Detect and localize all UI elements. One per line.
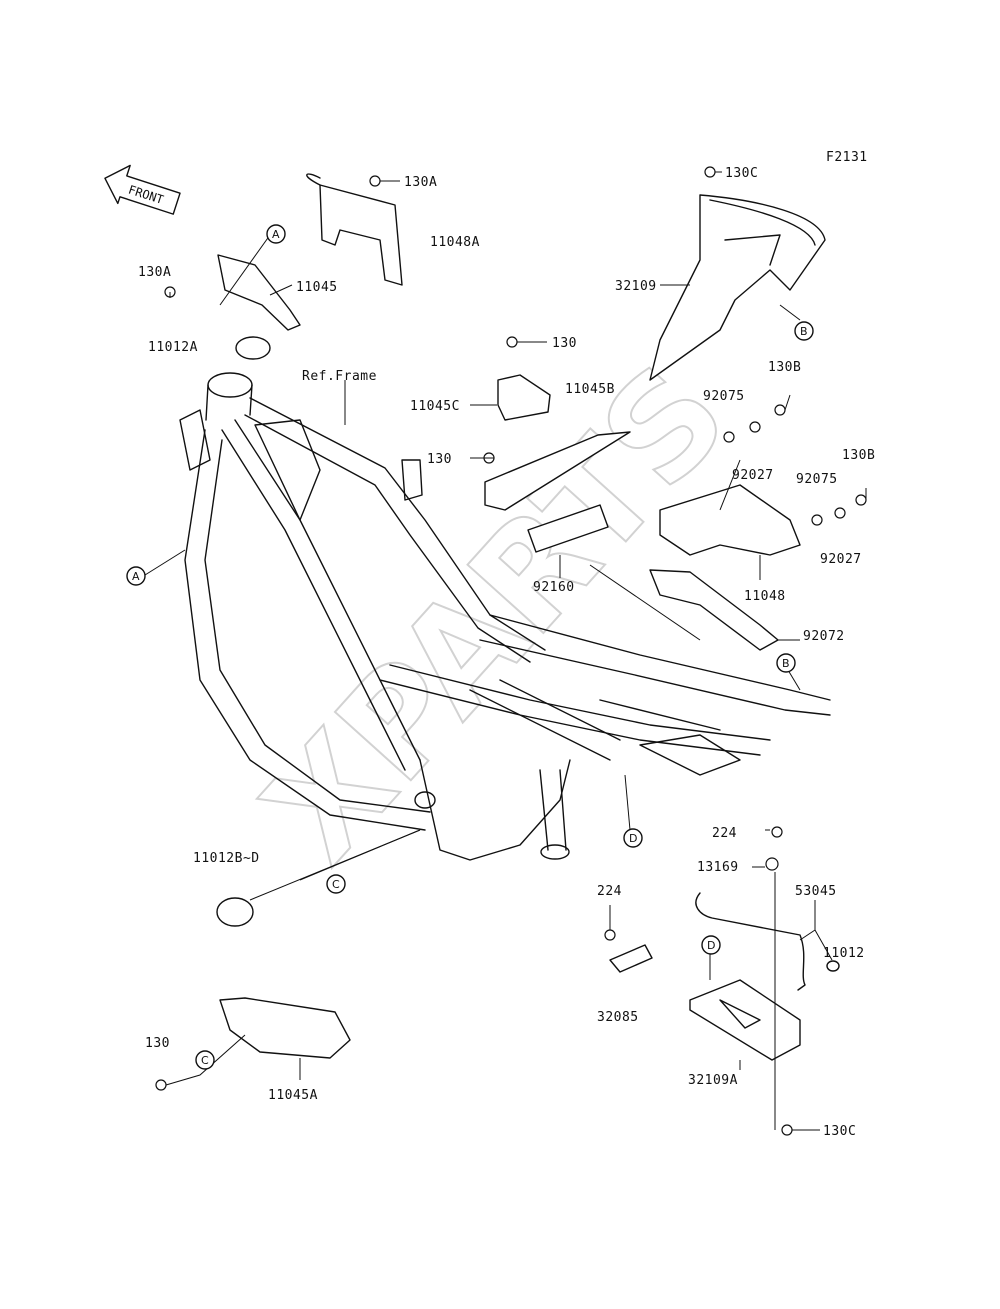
- label-11045: 11045: [296, 280, 338, 295]
- bolt-icon: [369, 175, 381, 187]
- tray-32109a: [689, 979, 801, 1061]
- nut-icon: [723, 431, 735, 443]
- label-130-mid: 130: [552, 336, 577, 351]
- reference-markers: A A B B C C D D: [126, 224, 814, 1070]
- label-53045: 53045: [795, 884, 837, 899]
- label-11012bd: 11012B~D: [193, 851, 260, 866]
- label-11048a: 11048A: [430, 235, 480, 250]
- bolt-icon: [704, 166, 716, 178]
- label-11012a: 11012A: [148, 340, 198, 355]
- rear-cover-32109: [649, 194, 826, 381]
- label-11045c: 11045C: [410, 399, 460, 414]
- svg-text:C: C: [332, 878, 340, 891]
- bolt-icon: [781, 1124, 793, 1136]
- ref-marker-c-frame: C: [326, 874, 346, 894]
- svg-text:A: A: [272, 228, 280, 241]
- bracket-92160-top: [484, 431, 631, 511]
- part-labels: 130A 130A 11045 11048A 11012A Ref.Frame …: [138, 166, 875, 1139]
- ref-marker-d-frame: D: [623, 828, 643, 848]
- grommet-11012: [826, 960, 840, 972]
- bracket-11045: [217, 254, 301, 331]
- bolt-icon: [506, 336, 518, 348]
- bracket-11048: [659, 484, 801, 556]
- label-11048: 11048: [744, 589, 786, 604]
- label-ref-frame: Ref.Frame: [302, 369, 377, 384]
- clip-32085: [609, 944, 653, 973]
- grommet-11012a: [235, 336, 271, 360]
- ref-marker-a-top: A: [266, 224, 286, 244]
- figure-code: F2131: [826, 150, 868, 165]
- bolt-icon: [155, 1079, 167, 1091]
- label-92072: 92072: [803, 629, 845, 644]
- bolt-icon: [855, 494, 867, 506]
- label-130c-top: 130C: [725, 166, 758, 181]
- frame-illustration: [179, 372, 831, 861]
- washer-icon: [834, 507, 846, 519]
- bolt-icon: [604, 929, 616, 941]
- watermark: XPARTS: [233, 334, 760, 894]
- label-224-b: 224: [597, 884, 622, 899]
- label-130b-a: 130B: [768, 360, 801, 375]
- label-130b-b: 130B: [842, 448, 875, 463]
- label-13169: 13169: [697, 860, 739, 875]
- washer-icon: [749, 421, 761, 433]
- bolt-icon: [771, 826, 783, 838]
- label-224-a: 224: [712, 826, 737, 841]
- label-32109a: 32109A: [688, 1073, 738, 1088]
- label-11012: 11012: [823, 946, 865, 961]
- label-130a-top: 130A: [404, 175, 437, 190]
- label-32109: 32109: [615, 279, 657, 294]
- svg-text:D: D: [629, 832, 637, 845]
- watermark-text: XPARTS: [234, 335, 759, 893]
- svg-text:C: C: [201, 1054, 209, 1067]
- label-92075-a: 92075: [703, 389, 745, 404]
- svg-text:B: B: [782, 657, 790, 670]
- bracket-11048a: [319, 184, 403, 286]
- label-92027-b: 92027: [820, 552, 862, 567]
- label-130-bottom: 130: [145, 1036, 170, 1051]
- label-130a-left: 130A: [138, 265, 171, 280]
- clamp-icon: [765, 857, 779, 871]
- bolt-icon: [774, 404, 786, 416]
- grommet-11012bd: [216, 897, 254, 927]
- rod-53045: [695, 892, 806, 991]
- pad-92160: [527, 504, 609, 553]
- leader-lines: [144, 171, 867, 1131]
- svg-text:D: D: [707, 939, 715, 952]
- bracket-11045a: [219, 997, 351, 1059]
- ref-marker-c-bracket: C: [195, 1050, 215, 1070]
- nut-icon: [811, 514, 823, 526]
- ref-marker-d-tray: D: [701, 935, 721, 955]
- label-92027-a: 92027: [732, 468, 774, 483]
- label-11045b: 11045B: [565, 382, 615, 397]
- ref-marker-b-cover: B: [794, 321, 814, 341]
- ref-marker-a-left: A: [126, 566, 146, 586]
- front-arrow-icon: FRONT: [104, 164, 181, 215]
- label-130-left: 130: [427, 452, 452, 467]
- label-130c-bottom: 130C: [823, 1124, 856, 1139]
- svg-text:A: A: [132, 570, 140, 583]
- label-92160: 92160: [533, 580, 575, 595]
- rubber-92072: [649, 569, 779, 651]
- ref-marker-b-frame: B: [776, 653, 796, 673]
- bracket-11045c: [497, 374, 551, 421]
- label-32085: 32085: [597, 1010, 639, 1025]
- svg-text:B: B: [800, 325, 808, 338]
- label-92075-b: 92075: [796, 472, 838, 487]
- label-11045a: 11045A: [268, 1088, 318, 1103]
